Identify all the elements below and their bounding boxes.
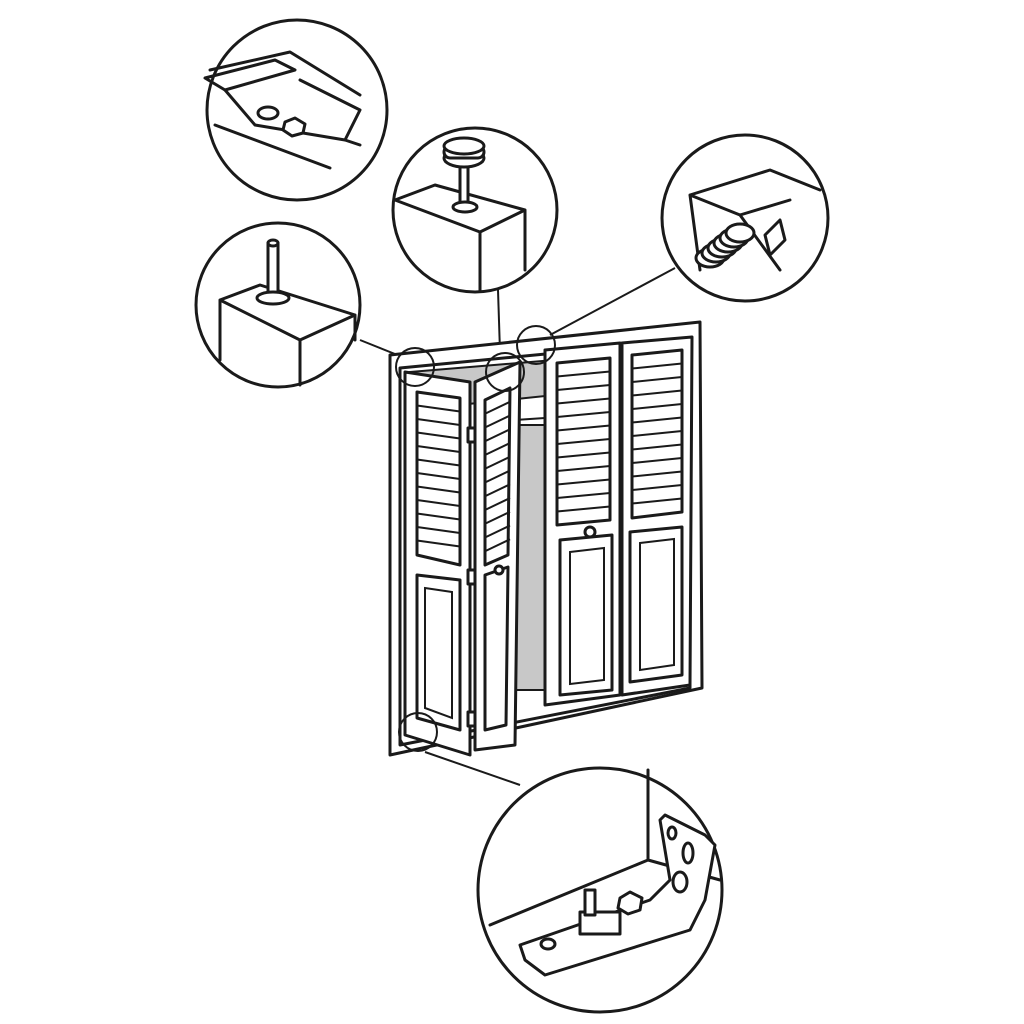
louver-slat xyxy=(416,431,461,440)
louver-slat xyxy=(631,362,683,370)
right-door-panels xyxy=(543,335,694,707)
detail-bottom-pivot xyxy=(194,221,362,389)
detail-floor-bracket xyxy=(476,766,724,1014)
louver-slat xyxy=(631,484,683,491)
door-knob xyxy=(583,525,597,539)
hinge xyxy=(466,426,477,444)
louver-slat xyxy=(416,458,461,467)
louver-slat xyxy=(631,497,683,505)
louver-slat xyxy=(484,469,511,484)
louver-slat xyxy=(631,470,683,478)
louver-slat xyxy=(484,510,511,525)
louver-slat xyxy=(484,428,511,443)
louver-slat xyxy=(556,370,611,378)
louver-slat xyxy=(416,499,461,507)
louver-slat xyxy=(416,445,461,453)
louver-slat xyxy=(556,411,611,418)
louver-slat xyxy=(484,442,511,456)
louver-slat xyxy=(556,478,611,486)
hinge xyxy=(466,710,477,728)
louver-slat xyxy=(484,497,511,511)
detail-markers xyxy=(395,325,556,752)
louver-slat xyxy=(631,443,683,451)
louver-slat xyxy=(556,451,611,459)
louver-slat xyxy=(484,538,511,553)
louver-slat xyxy=(416,404,461,413)
left-door-panel-outer xyxy=(403,370,472,757)
louver-slat xyxy=(484,400,511,415)
door-knob xyxy=(493,564,505,576)
louver-slat xyxy=(484,483,511,498)
louver-slat xyxy=(631,403,683,410)
detail-spring-guide xyxy=(660,133,830,303)
louver-slat xyxy=(556,438,611,445)
louver-slat xyxy=(416,512,461,521)
louver-slat xyxy=(416,539,461,548)
louver-slat xyxy=(556,505,611,513)
louver-slat xyxy=(631,430,683,437)
louver-slat xyxy=(416,472,461,480)
louver-slat xyxy=(484,455,511,470)
left-door-panel-inner xyxy=(466,360,522,752)
detail-top-pivot xyxy=(391,126,559,294)
louver-slat xyxy=(416,485,461,494)
louver-slat xyxy=(631,457,683,464)
louver-slat xyxy=(631,389,683,397)
louver-slat xyxy=(484,414,511,429)
louver-slat xyxy=(416,526,461,534)
louver-slat xyxy=(416,418,461,426)
detail-top-track-bracket xyxy=(203,18,389,202)
spring-coil xyxy=(724,222,756,244)
louver-slat xyxy=(556,465,611,472)
louver-slat xyxy=(556,492,611,499)
louver-slat xyxy=(556,384,611,391)
louver-slat xyxy=(556,397,611,405)
hinge xyxy=(466,568,477,586)
louver-slat xyxy=(556,424,611,432)
louver-slat xyxy=(631,416,683,424)
louver-slat xyxy=(631,376,683,383)
louver-slat xyxy=(484,524,511,539)
